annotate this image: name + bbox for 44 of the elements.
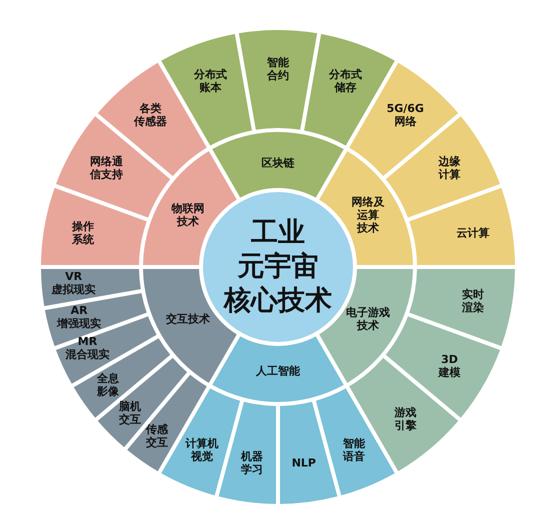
segment-label: 全息影像 [96, 372, 120, 398]
ring-segment [218, 401, 277, 504]
segment-label: 人工智能 [255, 364, 301, 378]
segment-label: 边缘计算 [437, 155, 462, 181]
segment-label: 电子游戏技术 [345, 306, 392, 332]
segment-label: VR虚拟现实 [50, 270, 97, 296]
segment-label: 物联网技术 [170, 202, 206, 228]
ring-segment [279, 401, 338, 504]
segment-label: NLP [290, 456, 317, 470]
center-title: 工业元宇宙核心技术 [222, 216, 333, 318]
segment-label: 网络及运算技术 [350, 196, 386, 234]
segment-label: 机器学习 [240, 450, 264, 476]
ring-segment [41, 187, 147, 266]
ring-segment [212, 336, 344, 402]
ring-segment [385, 116, 501, 218]
ring-segment [212, 132, 344, 198]
segment-label: 传感交互 [144, 423, 170, 450]
segment-label: 交互技术 [164, 312, 211, 326]
segment-label: 实时渲染 [460, 288, 485, 314]
ring-segment [41, 268, 141, 307]
segment-label: 分布式储存 [328, 68, 364, 94]
ring-segment [385, 316, 501, 418]
ring-segment [55, 116, 171, 218]
segment-label: 脑机交互 [118, 400, 142, 426]
ring-segment [315, 388, 395, 496]
segment-label: 5G/6G网络 [386, 102, 425, 128]
segment-label: 各类传感器 [132, 102, 168, 128]
segment-label: 智能合约 [266, 56, 290, 82]
segment-label: AR增强现实 [56, 304, 102, 330]
ring-segment [409, 187, 515, 266]
segment-label: 智能语音 [342, 436, 366, 463]
segment-label: 游戏引擎 [393, 406, 418, 432]
segment-label: 3D建模 [437, 353, 462, 379]
ring-segment [319, 151, 413, 266]
ring-segment [409, 268, 515, 347]
segment-label: 分布式账本 [192, 68, 228, 94]
segment-label: 区块链 [260, 156, 296, 170]
segment-label: 云计算 [455, 226, 490, 240]
ring-segment [143, 151, 237, 266]
segment-label: 网络通信支持 [88, 155, 124, 181]
ring-segment [238, 30, 318, 130]
segment-label: 计算机视觉 [184, 436, 220, 463]
segment-label: MR混合现实 [64, 334, 110, 361]
segment-label: 操作系统 [70, 220, 95, 246]
